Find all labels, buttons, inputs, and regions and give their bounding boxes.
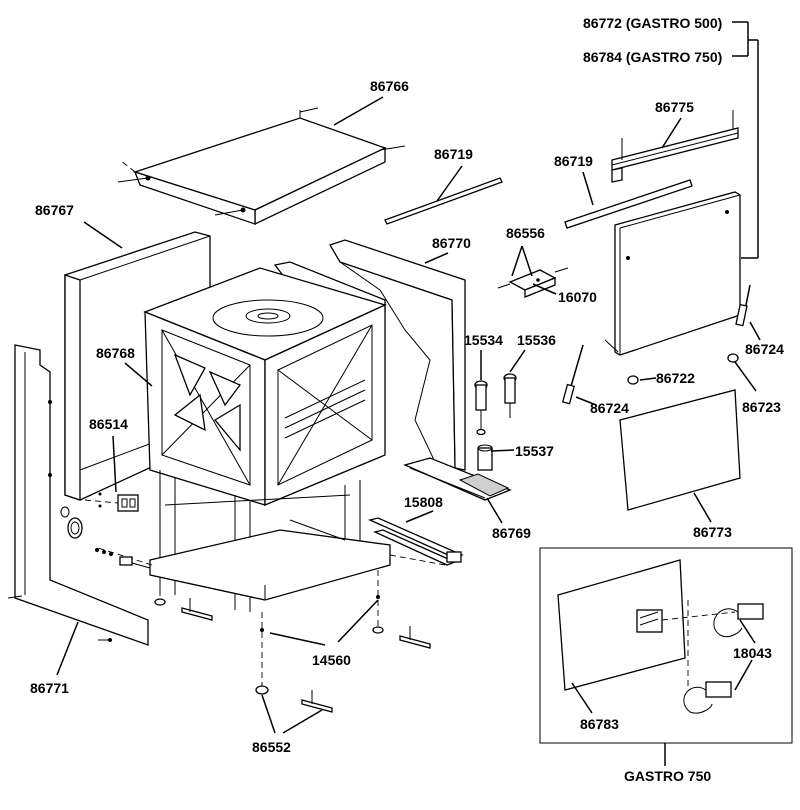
label-86723: 86723 [742,399,781,415]
front-panel-86773 [619,389,741,511]
cabinet-frame-86768 [97,267,446,690]
label-86766: 86766 [370,78,409,94]
label-16070: 16070 [558,289,597,305]
label-86769: 86769 [492,525,531,541]
label-86724-left: 86724 [590,400,629,416]
label-86770: 86770 [432,235,471,251]
spring-86724 [561,284,751,405]
leader-lines [56,21,761,766]
label-86767: 86767 [35,202,74,218]
bracket-86556 [497,267,569,298]
label-86514: 86514 [89,416,128,432]
hinge-15536 [503,373,517,418]
door-86772 [604,110,741,356]
label-15534: 15534 [464,332,503,348]
label-86719-top: 86719 [434,146,473,162]
label-86773: 86773 [693,524,732,540]
label-86722: 86722 [656,370,695,386]
label-gastro-750: GASTRO 750 [624,768,711,784]
label-86768: 86768 [96,345,135,361]
top-cover-86766 [117,107,406,226]
label-15808: 15808 [404,494,443,510]
strip-86719 [384,177,693,229]
label-86784: 86784 (GASTRO 750) [583,49,722,65]
label-86724-right: 86724 [745,341,784,357]
label-86719-right: 86719 [554,153,593,169]
label-18043: 18043 [733,645,772,661]
switch-86514 [60,492,151,569]
gastro-750-box [539,547,793,744]
label-14560: 14560 [312,652,351,668]
label-86552: 86552 [252,739,291,755]
part-labels: 86772 (GASTRO 500) 86784 (GASTRO 750) 86… [30,15,784,784]
label-15536: 15536 [517,332,556,348]
hinge-15534 [474,380,488,436]
label-86775: 86775 [655,99,694,115]
label-15537: 15537 [515,443,554,459]
label-86771: 86771 [30,680,69,696]
label-86772: 86772 (GASTRO 500) [583,15,722,31]
side-panel-86771 [7,344,149,646]
rail-15808 [368,517,464,566]
label-86783: 86783 [580,716,619,732]
label-86556: 86556 [506,225,545,241]
tray-86769 [403,444,512,501]
feet-86552 [154,595,431,713]
